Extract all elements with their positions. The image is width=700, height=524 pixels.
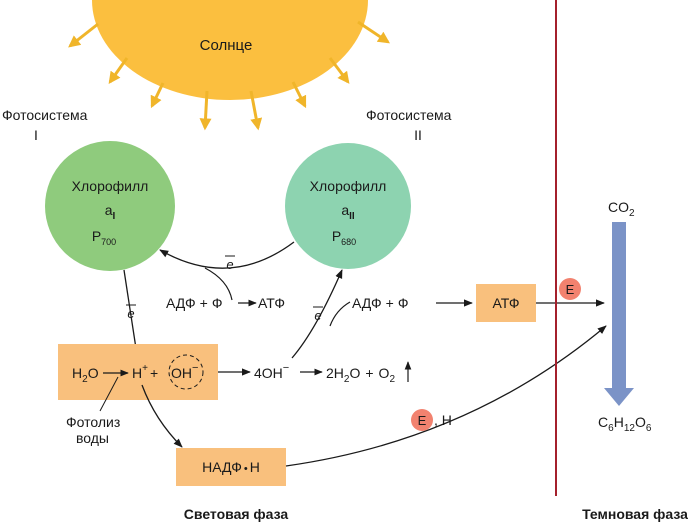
ps2-pigment: Хлорофилл [310,178,387,194]
photosystem1-numeral: I [34,127,38,143]
photosystem1-title: Фотосистема [2,107,88,123]
ps1-a: aI [105,202,116,222]
hydrogen-ion: H++ [132,363,158,381]
photolysis-label-2: воды [76,430,109,446]
atp-box-label: АТФ [493,295,520,311]
adp-second: АДФ+Ф [352,295,408,311]
ps1-electron-down-arrow [123,269,140,356]
adp-atp-left: АДФ+Ф [166,295,222,311]
phosphorylation-curve-2 [329,301,351,327]
electron-label-1: e [226,257,233,272]
hydroxyl-4: 4OH− [254,362,289,381]
photosystem2-title: Фотосистема [366,107,452,123]
nadph-box [176,448,286,486]
ps1-p: P700 [92,228,116,247]
phosphorylation-curve [204,267,233,301]
photosystem2-circle [285,143,411,269]
dark-arrow-head [604,388,634,406]
atp-box [476,284,536,322]
adp-atp-product: АТФ [258,295,285,311]
hydroxyl-dashed-circle [168,354,204,390]
electron-label-2: e [127,306,134,321]
photolysis-pointer [99,376,119,412]
nadph-to-dark-arrow [285,325,607,467]
enzyme-lower-label: E [418,413,427,428]
electron-transfer-arrow [159,241,295,269]
enzyme-h-label: , Н [434,412,452,428]
reaction-products: 2H2O+O2 [326,365,395,385]
sun-shape [92,0,368,100]
hydroxyl-ion: OH− [171,362,198,381]
water-molecule: H2O [72,365,99,385]
ps2-p: P680 [332,228,356,247]
co2-label: CO2 [608,199,635,219]
enzyme-badge-lower [411,409,433,431]
electron-label-3: e [314,308,321,323]
ps2-a: aII [341,202,355,222]
photosystem1-circle [45,141,175,271]
ps1-pigment: Хлорофилл [72,178,149,194]
photosystem2-numeral: II [414,127,422,143]
light-phase-label: Световая фаза [184,506,289,522]
dark-phase-label: Темновая фаза [582,506,688,522]
nadph-label: НАДФ•Н [202,459,260,475]
dark-arrow-shaft [612,222,626,390]
glucose-label: C6H12O6 [598,414,652,434]
water-photolysis-box [58,344,218,400]
to-nadph-arrow [141,384,183,448]
enzyme-badge-upper [559,278,581,300]
sun-rays [68,20,390,131]
electron-to-ps2-arrow [291,269,343,359]
photolysis-label-1: Фотолиз [66,414,120,430]
enzyme-upper-label: E [566,282,575,297]
sun-label: Солнце [200,37,253,54]
